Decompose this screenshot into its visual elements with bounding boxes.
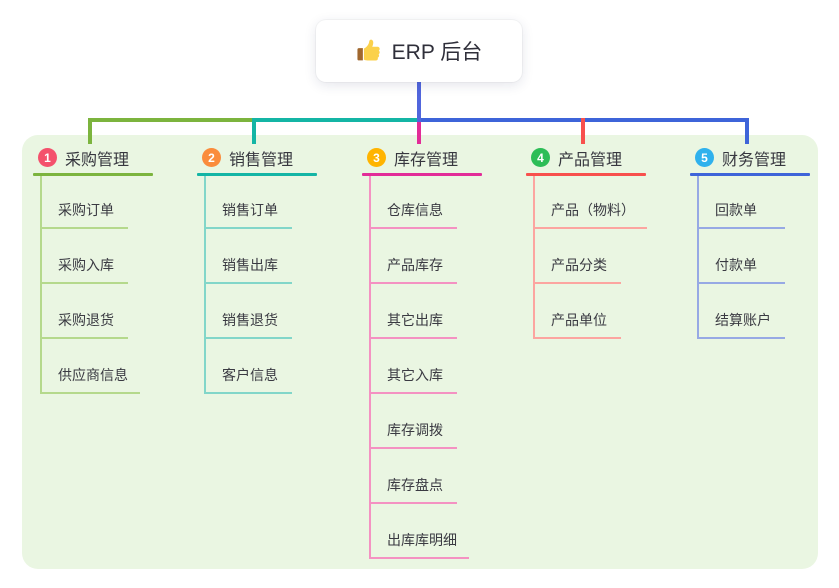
child-node[interactable]: 仓库信息	[371, 176, 457, 229]
branch-underline	[526, 173, 646, 176]
branch-children: 采购订单 采购入库 采购退货 供应商信息	[40, 176, 140, 394]
branch-number-badge: 1	[38, 148, 57, 167]
child-label: 销售退货	[222, 312, 278, 328]
child-node[interactable]: 库存调拨	[371, 394, 457, 449]
branch-number-badge: 3	[367, 148, 386, 167]
child-node[interactable]: 其它入库	[371, 339, 457, 394]
child-node[interactable]: 出库库明细	[371, 504, 469, 559]
child-node[interactable]: 付款单	[699, 229, 785, 284]
connector-horizontal-green	[88, 118, 252, 122]
child-label: 采购入库	[58, 257, 114, 273]
branch-label: 销售管理	[229, 151, 294, 169]
connector-drop-2	[252, 118, 256, 144]
root-node[interactable]: ERP 后台	[316, 20, 522, 82]
child-label: 库存盘点	[387, 477, 443, 493]
child-node[interactable]: 采购退货	[42, 284, 128, 339]
child-label: 产品（物料）	[551, 202, 635, 218]
branch-label: 库存管理	[394, 151, 459, 169]
child-node[interactable]: 供应商信息	[42, 339, 140, 394]
branch-children: 回款单 付款单 结算账户	[697, 176, 785, 339]
branch-number-badge: 5	[695, 148, 714, 167]
child-label: 供应商信息	[58, 367, 128, 383]
child-label: 库存调拨	[387, 422, 443, 438]
thumbs-up-icon	[356, 38, 382, 64]
child-label: 结算账户	[715, 312, 771, 328]
connector-trunk	[417, 82, 421, 122]
child-label: 客户信息	[222, 367, 278, 383]
branch-children: 销售订单 销售出库 销售退货 客户信息	[204, 176, 292, 394]
child-label: 回款单	[715, 202, 757, 218]
branch: 5 财务管理 回款单 付款单 结算账户	[690, 142, 810, 339]
branch: 3 库存管理 仓库信息 产品库存 其它出库 其它入库 库存调拨 库存盘点 出库库…	[362, 142, 482, 559]
child-label: 其它入库	[387, 367, 443, 383]
branch-underline	[362, 173, 482, 176]
child-label: 产品库存	[387, 257, 443, 273]
child-label: 销售订单	[222, 202, 278, 218]
child-label: 产品单位	[551, 312, 607, 328]
child-label: 其它出库	[387, 312, 443, 328]
child-node[interactable]: 采购订单	[42, 176, 128, 229]
branch: 2 销售管理 销售订单 销售出库 销售退货 客户信息	[197, 142, 317, 394]
child-node[interactable]: 结算账户	[699, 284, 785, 339]
child-label: 产品分类	[551, 257, 607, 273]
child-node[interactable]: 客户信息	[206, 339, 292, 394]
child-node[interactable]: 产品（物料）	[535, 176, 647, 229]
child-node[interactable]: 回款单	[699, 176, 785, 229]
branch-title[interactable]: 4 产品管理	[526, 142, 647, 173]
connector-horizontal-teal	[252, 118, 419, 122]
child-label: 销售出库	[222, 257, 278, 273]
branch-title[interactable]: 2 销售管理	[197, 142, 317, 173]
child-label: 采购退货	[58, 312, 114, 328]
branch: 1 采购管理 采购订单 采购入库 采购退货 供应商信息	[33, 142, 153, 394]
connector-drop-5	[745, 118, 749, 144]
child-node[interactable]: 采购入库	[42, 229, 128, 284]
child-node[interactable]: 其它出库	[371, 284, 457, 339]
child-label: 付款单	[715, 257, 757, 273]
child-node[interactable]: 产品单位	[535, 284, 621, 339]
child-node[interactable]: 产品库存	[371, 229, 457, 284]
child-label: 仓库信息	[387, 202, 443, 218]
branch-title[interactable]: 1 采购管理	[33, 142, 153, 173]
branch-underline	[197, 173, 317, 176]
connector-drop-3	[417, 118, 421, 144]
child-label: 出库库明细	[387, 532, 457, 548]
branch-title[interactable]: 5 财务管理	[690, 142, 810, 173]
branch-underline	[690, 173, 810, 176]
branches-panel	[22, 135, 818, 569]
connector-drop-4	[581, 118, 585, 144]
branch-number-badge: 4	[531, 148, 550, 167]
branch-label: 产品管理	[558, 151, 623, 169]
child-node[interactable]: 销售订单	[206, 176, 292, 229]
branch: 4 产品管理 产品（物料） 产品分类 产品单位	[526, 142, 647, 339]
branch-title[interactable]: 3 库存管理	[362, 142, 482, 173]
child-node[interactable]: 销售退货	[206, 284, 292, 339]
child-label: 采购订单	[58, 202, 114, 218]
child-node[interactable]: 库存盘点	[371, 449, 457, 504]
branch-children: 仓库信息 产品库存 其它出库 其它入库 库存调拨 库存盘点 出库库明细	[369, 176, 469, 559]
child-node[interactable]: 产品分类	[535, 229, 621, 284]
branch-underline	[33, 173, 153, 176]
root-label: ERP 后台	[391, 41, 483, 64]
branch-children: 产品（物料） 产品分类 产品单位	[533, 176, 647, 339]
branch-label: 采购管理	[65, 151, 130, 169]
connector-drop-1	[88, 118, 92, 144]
child-node[interactable]: 销售出库	[206, 229, 292, 284]
branch-number-badge: 2	[202, 148, 221, 167]
branch-label: 财务管理	[722, 151, 787, 169]
